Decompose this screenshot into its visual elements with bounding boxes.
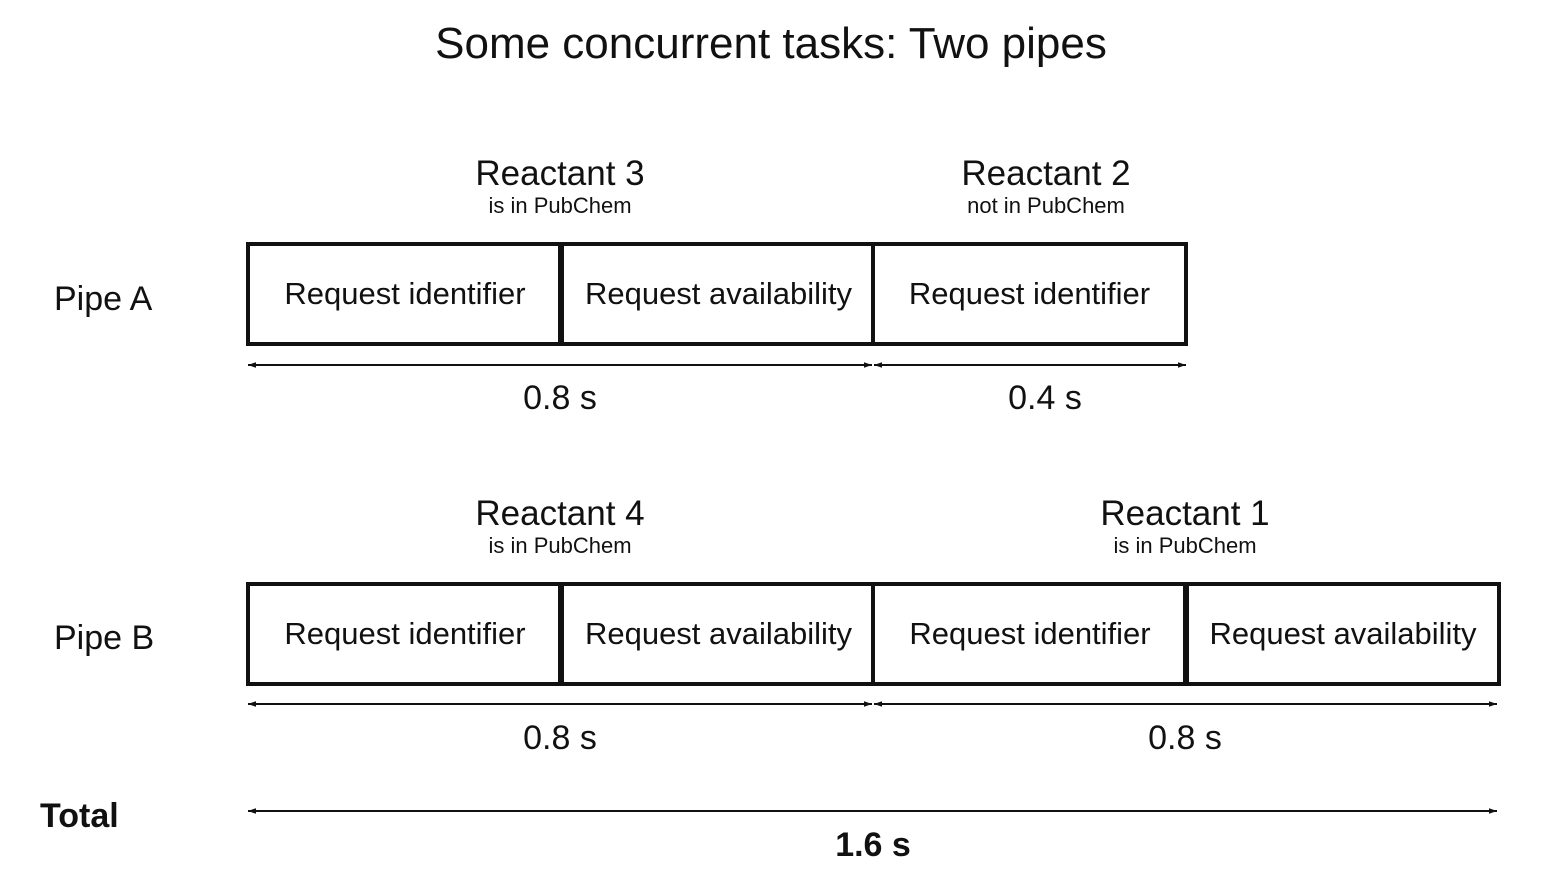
pipe-a-task-request-identifier-2: Request identifier	[871, 242, 1188, 346]
pipe-a-task-request-identifier: Request identifier	[246, 242, 564, 346]
reactant-status: not in PubChem	[967, 193, 1125, 218]
total-duration: 1.6 s	[835, 826, 911, 864]
pipe-a-reactant-2-header: Reactant 2 not in PubChem	[886, 155, 1206, 219]
total-label: Total	[40, 797, 119, 835]
task-divider	[558, 582, 562, 686]
reactant-name: Reactant 1	[1100, 494, 1270, 533]
pipe-b-duration-2: 0.8 s	[1148, 719, 1222, 757]
task-divider	[1183, 582, 1187, 686]
pipe-a-label: Pipe A	[54, 280, 153, 318]
pipe-b-duration-1: 0.8 s	[523, 719, 597, 757]
reactant-status: is in PubChem	[488, 533, 632, 558]
task-divider	[558, 242, 562, 346]
pipe-b-task-request-availability: Request availability	[564, 582, 877, 686]
reactant-status: is in PubChem	[488, 193, 632, 218]
reactant-name: Reactant 3	[475, 154, 645, 193]
diagram-title: Some concurrent tasks: Two pipes	[435, 19, 1107, 68]
pipe-b-reactant-1-header: Reactant 1 is in PubChem	[1025, 495, 1345, 559]
pipe-a-duration-2: 0.4 s	[1008, 379, 1082, 417]
pipe-b-task-request-identifier: Request identifier	[246, 582, 564, 686]
reactant-name: Reactant 4	[475, 494, 645, 533]
reactant-name: Reactant 2	[961, 154, 1131, 193]
pipe-a-duration-1: 0.8 s	[523, 379, 597, 417]
pipe-b-reactant-4-header: Reactant 4 is in PubChem	[400, 495, 720, 559]
pipe-b-task-request-availability-2: Request availability	[1189, 582, 1501, 686]
pipe-b-label: Pipe B	[54, 619, 155, 657]
pipe-a-reactant-3-header: Reactant 3 is in PubChem	[400, 155, 720, 219]
pipe-b-task-request-identifier-2: Request identifier	[871, 582, 1189, 686]
reactant-status: is in PubChem	[1113, 533, 1257, 558]
